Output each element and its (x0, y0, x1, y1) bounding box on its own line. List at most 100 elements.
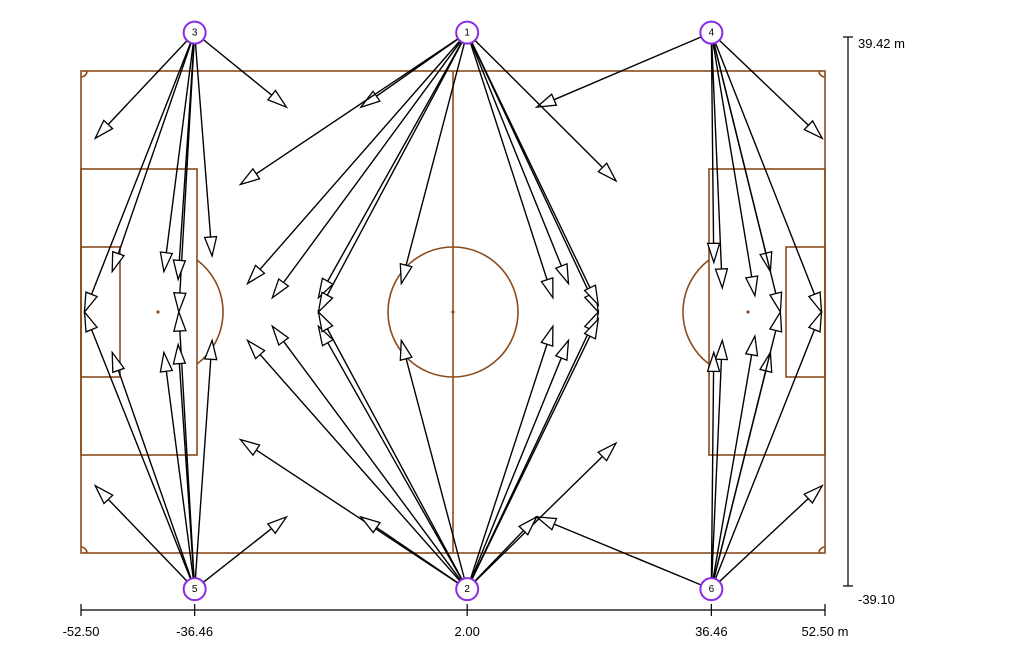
pass-arrow (710, 40, 729, 291)
pass-arrow (710, 338, 729, 582)
pass-arrow (159, 350, 195, 582)
arrowhead (597, 162, 618, 183)
arrowhead (534, 93, 558, 109)
pass-arrow (712, 40, 783, 315)
pass-arrow-shaft (713, 39, 816, 295)
pass-arrow (317, 310, 465, 583)
pass-arrow (399, 40, 466, 286)
pass-arrow-shaft (553, 35, 705, 101)
pass-arrow (317, 39, 465, 314)
arrowhead (803, 484, 824, 505)
player-node-label: 1 (464, 28, 470, 39)
arrowhead (583, 284, 600, 307)
left-penalty-area (80, 168, 198, 456)
arrowhead (93, 484, 114, 505)
arrowhead (203, 235, 218, 259)
arrowhead (203, 338, 218, 361)
arrowhead (540, 324, 554, 347)
pass-arrow-shaft (713, 329, 816, 582)
left-penalty-spot (156, 310, 160, 314)
arrowhead (111, 250, 126, 274)
arrowhead (554, 338, 570, 362)
pass-arrow (469, 338, 570, 583)
arrowhead (266, 89, 289, 109)
pass-arrow-shaft (178, 40, 195, 261)
arrowhead (111, 350, 126, 374)
pass-arrow-shaft (283, 341, 463, 584)
pass-arrows (83, 35, 824, 587)
pass-arrow (716, 37, 824, 140)
pass-arrow (271, 38, 463, 300)
pass-arrow (472, 441, 618, 585)
pass-arrow-shaft (711, 40, 753, 278)
pass-arrow (93, 37, 190, 140)
x-axis-tick-label: -36.46 (176, 624, 213, 639)
pass-arrow-shaft (710, 371, 715, 582)
arrowhead (83, 291, 99, 315)
pass-arrow (246, 338, 463, 584)
player-node-3: 3 (182, 20, 207, 45)
arrowhead (246, 338, 266, 360)
player-node-circle (182, 577, 207, 602)
arrowhead (271, 324, 290, 347)
pass-arrow (468, 324, 554, 582)
arrowhead (159, 251, 174, 274)
arrowhead (317, 291, 334, 314)
pass-arrow (317, 39, 464, 300)
arrowhead (583, 317, 600, 340)
pass-arrow-shaft (468, 39, 548, 280)
left-goal-area (80, 246, 121, 378)
pass-arrow-shaft (470, 39, 591, 289)
pass-arrow (472, 37, 618, 183)
pass-arrow (470, 39, 600, 307)
player-node-circle (182, 20, 207, 45)
arrowhead (768, 291, 783, 315)
pass-arrow (469, 39, 570, 286)
pass-arrow (111, 350, 193, 582)
pass-arrow-shaft (470, 335, 591, 583)
player-node-6: 6 (699, 577, 724, 602)
pass-arrow-shaft (712, 40, 777, 294)
x-axis-tick-label: 36.46 (695, 624, 728, 639)
corner-arc-top-right (818, 70, 826, 78)
pass-arrow-shaft (90, 39, 193, 295)
pass-arrow-shaft (194, 40, 212, 238)
arrowhead (399, 262, 413, 286)
pass-arrow-shaft (282, 38, 463, 283)
pass-arrow (111, 39, 193, 274)
pass-arrow-shaft (376, 526, 461, 586)
pass-arrow (93, 484, 190, 584)
arrowhead (807, 309, 823, 333)
arrowhead (534, 516, 558, 531)
player-node-label: 5 (192, 584, 198, 595)
corner-arc-bottom-left (80, 546, 88, 554)
y-axis-top-label: 39.42 m (858, 36, 905, 51)
arrowhead (807, 291, 823, 315)
pass-arrow-shaft (710, 40, 723, 269)
pass-arrow (706, 350, 721, 582)
x-axis-tick-label: 2.00 (455, 624, 480, 639)
right-penalty-arc (682, 259, 710, 365)
arrowhead (706, 350, 721, 373)
pass-arrow-shaft (200, 37, 273, 96)
pitch (80, 70, 826, 554)
pass-arrow (534, 35, 705, 109)
pass-arrow-shaft (472, 530, 524, 584)
pass-arrow (711, 40, 759, 298)
player-node-label: 6 (709, 584, 715, 595)
right-goal-area (785, 246, 826, 378)
arrowhead (93, 119, 114, 140)
pass-arrow-shaft (472, 455, 603, 585)
pass-arrow (172, 342, 195, 582)
corner-arc-top-left (80, 70, 88, 78)
pass-arrow (194, 338, 218, 582)
pass-arrow-shaft (178, 363, 195, 582)
arrowhead (317, 310, 334, 333)
arrowhead (159, 350, 174, 373)
x-axis-tick-label: 52.50 m (802, 624, 849, 639)
pass-arrow-shaft (259, 38, 463, 270)
arrowhead (714, 338, 729, 361)
pass-arrow-shaft (107, 37, 190, 125)
